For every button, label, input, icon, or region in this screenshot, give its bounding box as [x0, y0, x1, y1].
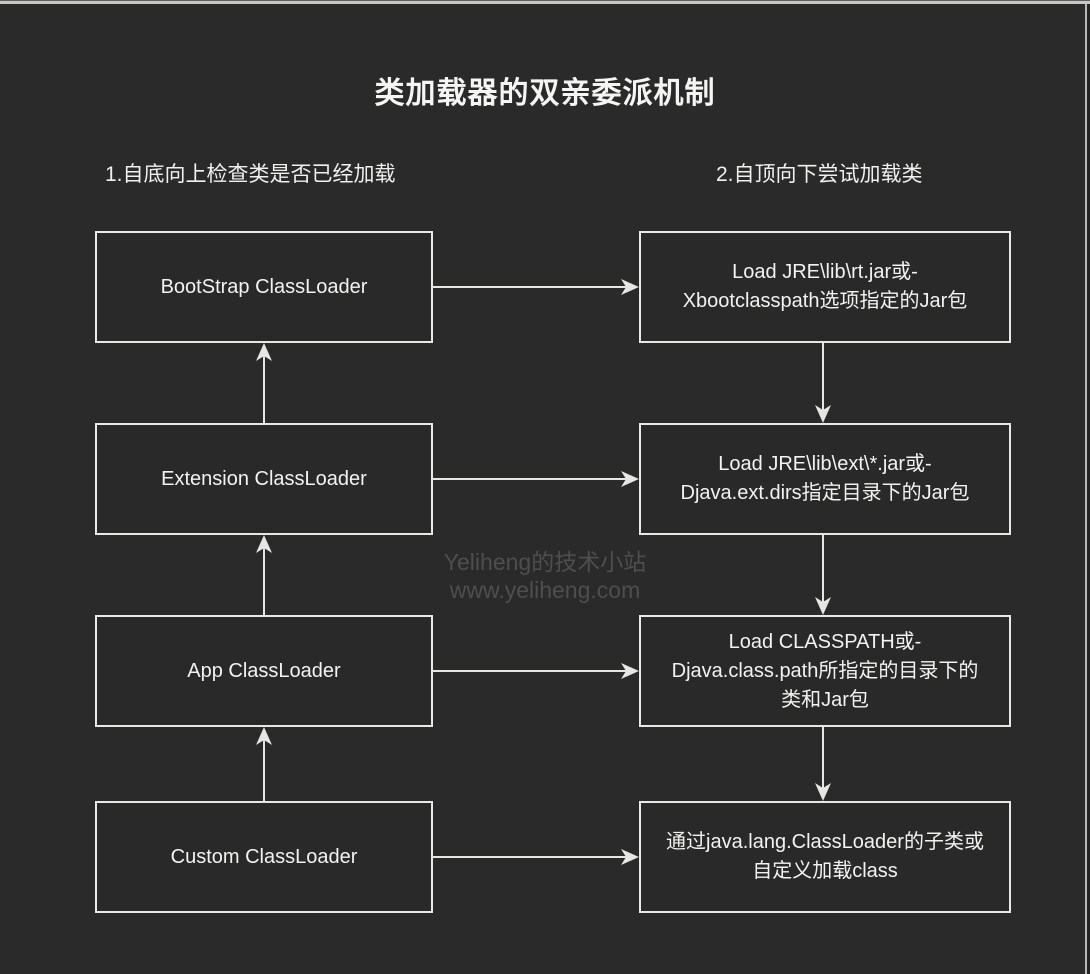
right-arrow-bootstrap-icon [433, 279, 639, 295]
window-right-edge [1085, 0, 1087, 974]
down-arrow-target2-to-target3-icon [815, 535, 831, 615]
right-arrow-extension-icon [433, 471, 639, 487]
bootstrap-classloader-box: BootStrap ClassLoader [95, 231, 433, 343]
up-arrow-extension-to-bootstrap-icon [256, 343, 272, 423]
custom-load-target-box: 通过java.lang.ClassLoader的子类或 自定义加载class [639, 801, 1011, 913]
up-arrow-custom-to-app-icon [256, 727, 272, 801]
down-arrow-target1-to-target2-icon [815, 343, 831, 423]
app-load-target-box: Load CLASSPATH或- Djava.class.path所指定的目录下… [639, 615, 1011, 727]
extension-classloader-box: Extension ClassLoader [95, 423, 433, 535]
top-down-load-label: 2.自顶向下尝试加载类 [716, 163, 923, 186]
custom-classloader-box: Custom ClassLoader [95, 801, 433, 913]
right-arrow-app-icon [433, 663, 639, 679]
bootstrap-load-target-box: Load JRE\lib\rt.jar或- Xbootclasspath选项指定… [639, 231, 1011, 343]
right-arrow-custom-icon [433, 849, 639, 865]
scrollbar-track [1087, 0, 1090, 974]
app-classloader-box: App ClassLoader [95, 615, 433, 727]
diagram-title: 类加载器的双亲委派机制 [374, 77, 716, 110]
down-arrow-target3-to-target4-icon [815, 727, 831, 801]
window-top-edge [0, 0, 1090, 4]
up-arrow-app-to-extension-icon [256, 535, 272, 615]
extension-load-target-box: Load JRE\lib\ext\*.jar或- Djava.ext.dirs指… [639, 423, 1011, 535]
bottom-up-check-label: 1.自底向上检查类是否已经加载 [105, 163, 396, 186]
